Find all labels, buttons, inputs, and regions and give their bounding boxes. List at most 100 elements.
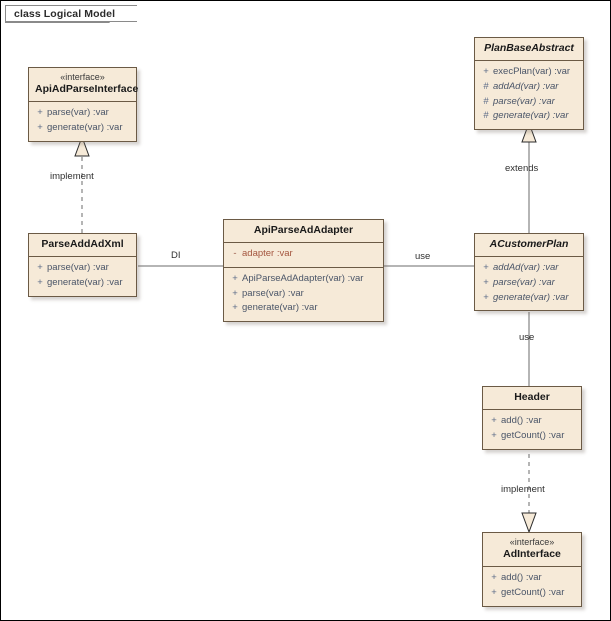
operations-compartment: + ApiParseAdAdapter(var) :var + parse(va… bbox=[224, 266, 383, 321]
class-name-compartment: «interface» AdInterface bbox=[483, 533, 581, 568]
operations-compartment: + execPlan(var) :var # addAd(var) :var #… bbox=[475, 61, 583, 129]
operation-row: + parse(var) :var bbox=[33, 261, 132, 276]
operation-row: + generate(var) :var bbox=[228, 301, 379, 316]
frame-tab-label: class Logical Model bbox=[14, 7, 116, 20]
operations-compartment: + parse(var) :var + generate(var) :var bbox=[29, 102, 136, 141]
operation-signature: addAd(var) :var bbox=[493, 262, 559, 274]
operation-row: + ApiParseAdAdapter(var) :var bbox=[228, 272, 379, 287]
connector-extends-arrowhead bbox=[521, 121, 537, 143]
operation-signature: parse(var) :var bbox=[47, 262, 109, 274]
class-header[interactable]: Header + add() :var + getCount() :var bbox=[482, 386, 582, 450]
visibility-marker: + bbox=[491, 429, 497, 441]
attribute-signature: adapter :var bbox=[242, 248, 293, 260]
operation-row: + generate(var) :var bbox=[479, 291, 579, 306]
visibility-marker: + bbox=[483, 262, 489, 274]
operation-signature: ApiParseAdAdapter(var) :var bbox=[242, 272, 364, 284]
operation-row: + parse(var) :var bbox=[479, 276, 579, 291]
edge-label-implement-header: implement bbox=[501, 484, 545, 495]
operation-row: + add() :var bbox=[487, 414, 577, 429]
class-name: PlanBaseAbstract bbox=[484, 42, 574, 54]
operation-row: # generate(var) :var bbox=[479, 109, 579, 124]
operation-row: + addAd(var) :var bbox=[479, 261, 579, 276]
operation-signature: generate(var) :var bbox=[47, 122, 123, 134]
operation-signature: execPlan(var) :var bbox=[493, 66, 571, 78]
visibility-marker: + bbox=[491, 415, 497, 427]
class-name: AdInterface bbox=[503, 548, 561, 561]
operation-signature: generate(var) :var bbox=[493, 110, 569, 122]
class-parse-add-ad-xml[interactable]: ParseAddAdXml + parse(var) :var + genera… bbox=[28, 233, 137, 297]
operation-signature: parse(var) :var bbox=[493, 276, 555, 288]
visibility-marker: + bbox=[232, 302, 238, 314]
class-name: Header bbox=[514, 391, 550, 403]
class-stereotype: «interface» bbox=[509, 537, 555, 547]
operation-signature: addAd(var) :var bbox=[493, 80, 559, 92]
operation-signature: getCount() :var bbox=[501, 587, 565, 599]
class-name-compartment: Header bbox=[483, 387, 581, 411]
visibility-marker: # bbox=[483, 80, 489, 92]
operation-signature: getCount() :var bbox=[501, 429, 565, 441]
operation-row: # parse(var) :var bbox=[479, 95, 579, 110]
operation-signature: add() :var bbox=[501, 572, 542, 584]
attributes-compartment: - adapter :var bbox=[224, 243, 383, 267]
operation-signature: parse(var) :var bbox=[242, 287, 304, 299]
class-name-compartment: ParseAddAdXml bbox=[29, 234, 136, 258]
operation-signature: generate(var) :var bbox=[242, 302, 318, 314]
class-name: ApiAdParseInterface bbox=[35, 83, 139, 96]
class-name: ApiParseAdAdapter bbox=[253, 224, 354, 236]
visibility-marker: - bbox=[233, 248, 237, 260]
visibility-marker: # bbox=[483, 110, 489, 122]
class-name: ACustomerPlan bbox=[489, 238, 569, 250]
operation-row: + getCount() :var bbox=[487, 429, 577, 444]
diagram-frame-tab: class Logical Model bbox=[5, 5, 138, 22]
operation-signature: parse(var) :var bbox=[493, 95, 555, 107]
visibility-marker: + bbox=[37, 107, 43, 119]
class-stereotype: «interface» bbox=[60, 72, 105, 82]
visibility-marker: + bbox=[483, 66, 489, 78]
class-name-compartment: ACustomerPlan bbox=[475, 234, 583, 258]
class-plan-base-abstract[interactable]: PlanBaseAbstract + execPlan(var) :var # … bbox=[474, 37, 584, 130]
visibility-marker: # bbox=[483, 95, 489, 107]
visibility-marker: + bbox=[232, 287, 238, 299]
operation-signature: generate(var) :var bbox=[47, 276, 123, 288]
operation-row: # addAd(var) :var bbox=[479, 80, 579, 95]
class-name-compartment: ApiParseAdAdapter bbox=[224, 220, 383, 244]
attribute-row: - adapter :var bbox=[228, 247, 379, 262]
class-api-ad-parse-interface[interactable]: «interface» ApiAdParseInterface + parse(… bbox=[28, 67, 139, 142]
operation-row: + parse(var) :var bbox=[33, 106, 132, 121]
operation-row: + getCount() :var bbox=[487, 586, 577, 601]
operation-row: + execPlan(var) :var bbox=[479, 65, 579, 80]
operations-compartment: + add() :var + getCount() :var bbox=[483, 410, 581, 449]
class-name: ParseAddAdXml bbox=[41, 238, 124, 250]
operation-row: + parse(var) :var bbox=[228, 287, 379, 302]
visibility-marker: + bbox=[232, 272, 238, 284]
visibility-marker: + bbox=[483, 276, 489, 288]
operation-signature: generate(var) :var bbox=[493, 291, 569, 303]
operation-row: + generate(var) :var bbox=[33, 276, 132, 291]
visibility-marker: + bbox=[37, 262, 43, 274]
class-api-parse-ad-adapter[interactable]: ApiParseAdAdapter - adapter :var + ApiPa… bbox=[223, 219, 384, 322]
edge-label-use-plan-header: use bbox=[519, 332, 535, 343]
operation-signature: add() :var bbox=[501, 415, 542, 427]
class-a-customer-plan[interactable]: ACustomerPlan + addAd(var) :var + parse(… bbox=[474, 233, 584, 312]
operations-compartment: + parse(var) :var + generate(var) :var bbox=[29, 257, 136, 296]
operation-row: + generate(var) :var bbox=[33, 121, 132, 136]
connector-implement-parse-arrowhead bbox=[74, 135, 90, 157]
operations-compartment: + add() :var + getCount() :var bbox=[483, 567, 581, 606]
visibility-marker: + bbox=[483, 291, 489, 303]
operation-row: + add() :var bbox=[487, 571, 577, 586]
edge-label-di: DI bbox=[171, 250, 181, 261]
connector-implement-header-arrowhead bbox=[521, 512, 537, 534]
visibility-marker: + bbox=[491, 572, 497, 584]
visibility-marker: + bbox=[491, 587, 497, 599]
edge-label-implement-parse: implement bbox=[50, 171, 94, 182]
visibility-marker: + bbox=[37, 276, 43, 288]
class-name-compartment: PlanBaseAbstract bbox=[475, 38, 583, 62]
edge-label-extends: extends bbox=[505, 163, 539, 174]
operation-signature: parse(var) :var bbox=[47, 107, 109, 119]
class-name-compartment: «interface» ApiAdParseInterface bbox=[29, 68, 139, 103]
class-ad-interface[interactable]: «interface» AdInterface + add() :var + g… bbox=[482, 532, 582, 607]
edge-label-use-adapter-plan: use bbox=[415, 251, 431, 262]
visibility-marker: + bbox=[37, 122, 43, 134]
